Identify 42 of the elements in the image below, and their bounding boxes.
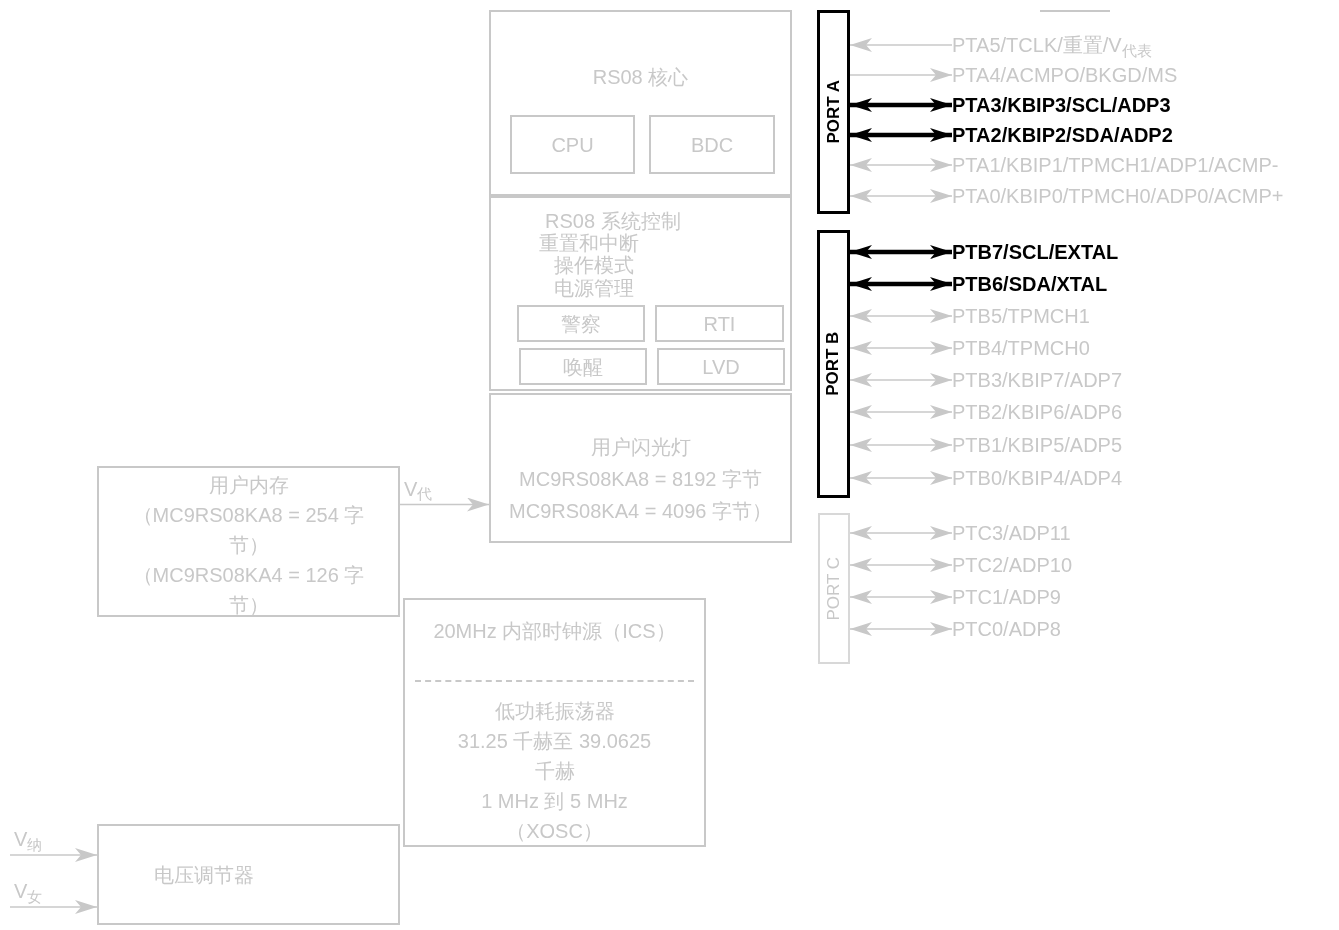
arrow	[849, 341, 953, 355]
arrow	[850, 245, 952, 259]
arrow	[849, 471, 953, 485]
pin-label: PTA2/KBIP2/SDA/ADP2	[952, 124, 1173, 146]
arrow	[849, 590, 953, 604]
arrow	[849, 158, 953, 172]
pin-label: PTA3/KBIP3/SCL/ADP3	[952, 94, 1171, 116]
port-label: PORT A	[822, 80, 844, 144]
arrow	[850, 277, 952, 291]
port-bar	[818, 513, 850, 664]
module-box	[655, 305, 784, 342]
block-box	[97, 824, 400, 925]
block-box	[97, 466, 400, 617]
block-box	[489, 196, 792, 391]
port-bar	[817, 230, 850, 498]
arrow	[849, 309, 953, 323]
arrow	[850, 98, 952, 112]
module-box	[519, 348, 647, 385]
module-box	[517, 305, 645, 342]
arrow	[849, 622, 953, 636]
arrow	[399, 497, 490, 512]
port-label: PORT B	[822, 331, 844, 397]
port-bar	[817, 10, 850, 214]
arrow	[849, 405, 953, 419]
block-box	[489, 393, 792, 543]
arrow	[849, 68, 953, 82]
block-box	[489, 10, 792, 196]
module-box	[510, 115, 635, 174]
arrow	[849, 38, 953, 52]
module-box	[657, 348, 785, 385]
arrow	[849, 558, 953, 572]
arrow	[849, 373, 953, 387]
arrow	[850, 128, 952, 142]
arrow	[849, 438, 953, 452]
arrow	[849, 526, 953, 540]
module-box	[649, 115, 775, 174]
pin-label: PTB6/SDA/XTAL	[952, 273, 1108, 295]
arrow	[9, 848, 98, 862]
block-box	[403, 598, 706, 847]
arrow	[849, 189, 953, 203]
pin-label: PTB7/SCL/EXTAL	[952, 241, 1119, 263]
arrow	[9, 900, 98, 914]
